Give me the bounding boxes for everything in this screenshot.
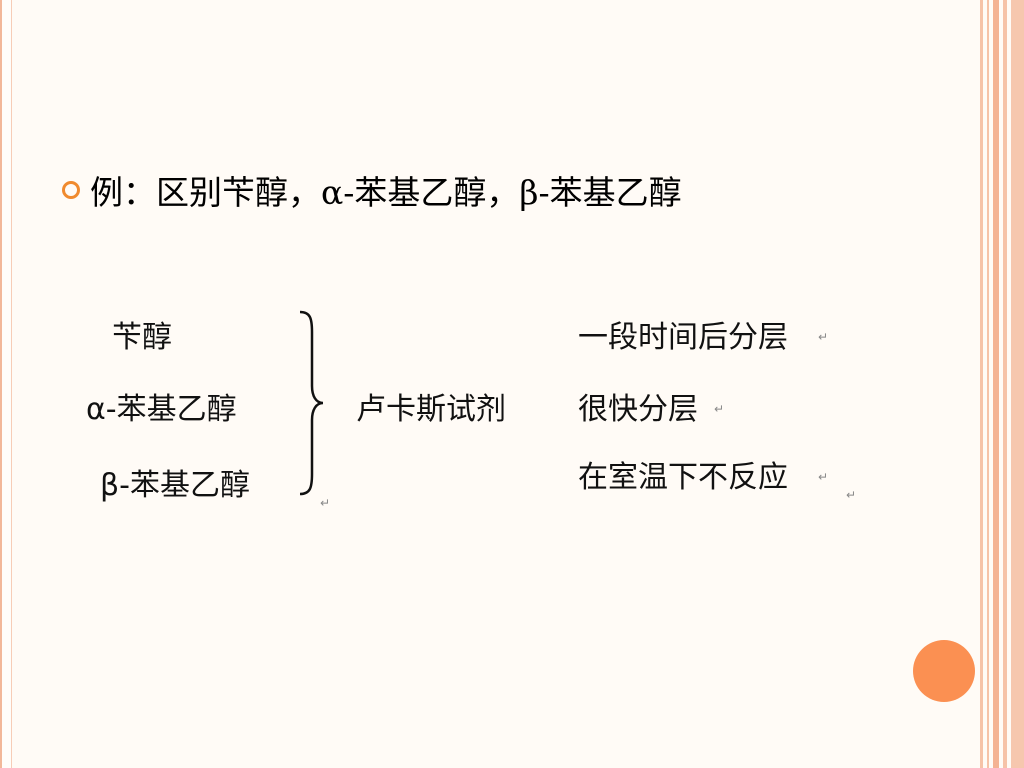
compound-label: α-苯基乙醇 [86,392,237,427]
paragraph-mark: ↵ [818,330,829,344]
paragraph-mark: ↵ [320,496,331,510]
result-label: 很快分层 [578,392,698,427]
paragraph-mark: ↵ [714,402,725,416]
right-border-stripe [980,0,983,768]
paragraph-mark: ↵ [818,470,829,484]
bullet-item: 例：区别苄醇，α-苯基乙醇，β-苯基乙醇 [62,168,682,212]
slide-heading: 例：区别苄醇，α-苯基乙醇，β-苯基乙醇 [90,173,682,212]
right-brace-icon [299,310,324,496]
right-border-stripe [993,0,999,768]
right-border-stripe [987,0,989,768]
ring-bullet-icon [62,181,80,199]
reagent-label: 卢卡斯试剂 [356,392,506,427]
compound-label: β-苯基乙醇 [100,468,250,503]
result-label: 在室温下不反应 [578,460,788,495]
compound-label: 苄醇 [112,320,172,355]
left-border [0,0,12,768]
right-border-stripe [1003,0,1007,768]
result-label: 一段时间后分层 [578,320,788,355]
right-border-stripe [1011,0,1024,768]
paragraph-mark: ↵ [846,488,857,502]
orange-circle [913,640,975,702]
